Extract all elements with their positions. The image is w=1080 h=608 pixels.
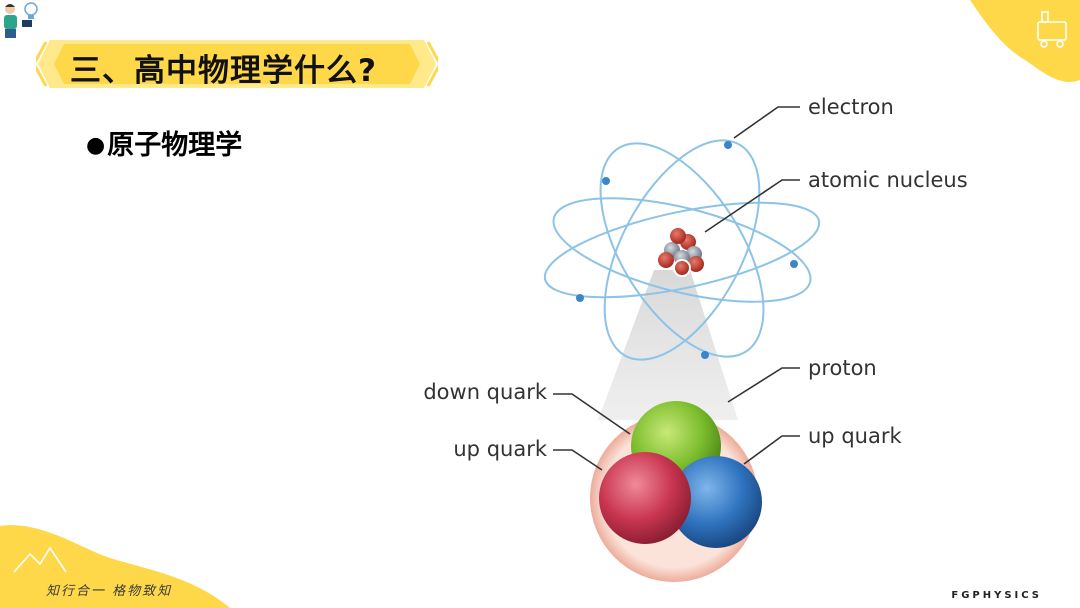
electrons	[576, 141, 798, 359]
teacher-icon	[4, 2, 38, 38]
label-atomic-nucleus: atomic nucleus	[808, 168, 968, 192]
label-electron: electron	[808, 95, 894, 119]
label-down-quark: down quark	[423, 380, 547, 404]
electron-dot	[790, 260, 798, 268]
zoom-beam	[598, 270, 738, 420]
up-quark-left	[599, 452, 691, 544]
corner-decoration-top-right	[947, 0, 1080, 82]
electron-dot	[576, 294, 584, 302]
electron-dot	[724, 141, 732, 149]
electron-orbits	[543, 139, 821, 361]
label-proton: proton	[808, 356, 877, 380]
mountain-icon	[13, 546, 67, 573]
lightbulb-icon	[24, 2, 38, 19]
footer-brand: FGPHYSICS	[951, 590, 1042, 601]
up-quark-right	[670, 456, 762, 548]
electron-dot	[602, 177, 610, 185]
slide-title: 三、高中物理学什么?	[70, 53, 377, 89]
bullet-icon: ●	[86, 133, 106, 158]
label-up-quark-left: up quark	[453, 437, 547, 461]
airplane-icon	[947, 9, 971, 29]
atom-structure-diagram: electron atomic nucleus proton down quar…	[423, 95, 968, 582]
atomic-nucleus	[658, 228, 704, 277]
label-up-quark-right: up quark	[808, 424, 902, 448]
train-icon	[1037, 11, 1067, 48]
label-leaders	[553, 106, 800, 471]
section-heading-text: 原子物理学	[107, 130, 243, 161]
title-banner: 三、高中物理学什么?	[36, 36, 438, 92]
footer-motto: 知行合一 格物致知	[46, 584, 173, 599]
corner-decoration-bottom-left	[0, 525, 230, 608]
section-heading: ●原子物理学	[86, 123, 242, 162]
proton	[590, 401, 762, 582]
electron-dot	[701, 351, 709, 359]
